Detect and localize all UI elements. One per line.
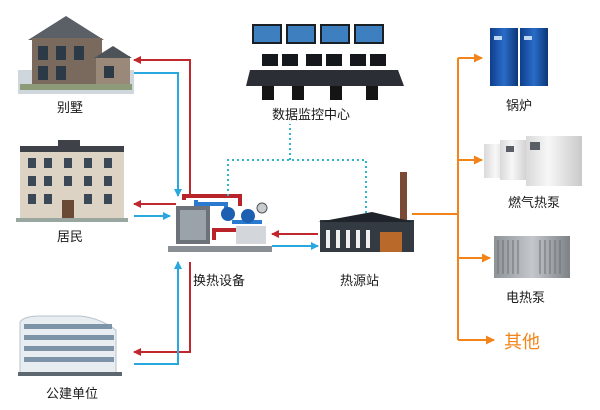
heat-source-station-image xyxy=(318,172,414,252)
residential-label: 居民 xyxy=(57,230,84,245)
boiler-label: 锅炉 xyxy=(506,99,533,114)
public-building-label: 公建单位 xyxy=(46,387,99,402)
public-building-image xyxy=(18,315,122,376)
villa-label: 别墅 xyxy=(57,101,84,116)
boiler-image xyxy=(490,28,548,86)
electric-heat-pump-image xyxy=(494,236,570,278)
monitor-link-line xyxy=(227,159,367,214)
gas-heat-pump-image xyxy=(484,136,582,186)
gas-heat-pump-label: 燃气热泵 xyxy=(508,196,561,211)
villa-image xyxy=(18,16,134,94)
supply-arrow-public-building xyxy=(133,262,191,356)
electric-heat-pump-label: 电热泵 xyxy=(506,291,546,306)
residential-image xyxy=(16,140,128,222)
other-label: 其他 xyxy=(504,332,540,353)
return-arrow-public-building xyxy=(134,261,182,365)
monitoring-center-label: 数据监控中心 xyxy=(272,108,351,123)
heat-source-station-label: 热源站 xyxy=(340,274,380,289)
monitoring-center-image xyxy=(246,24,404,100)
supply-arrow-villa xyxy=(133,56,191,196)
heat-exchanger-image xyxy=(168,194,272,252)
heat-exchanger-label: 换热设备 xyxy=(193,274,246,289)
return-arrow-villa xyxy=(134,72,182,197)
